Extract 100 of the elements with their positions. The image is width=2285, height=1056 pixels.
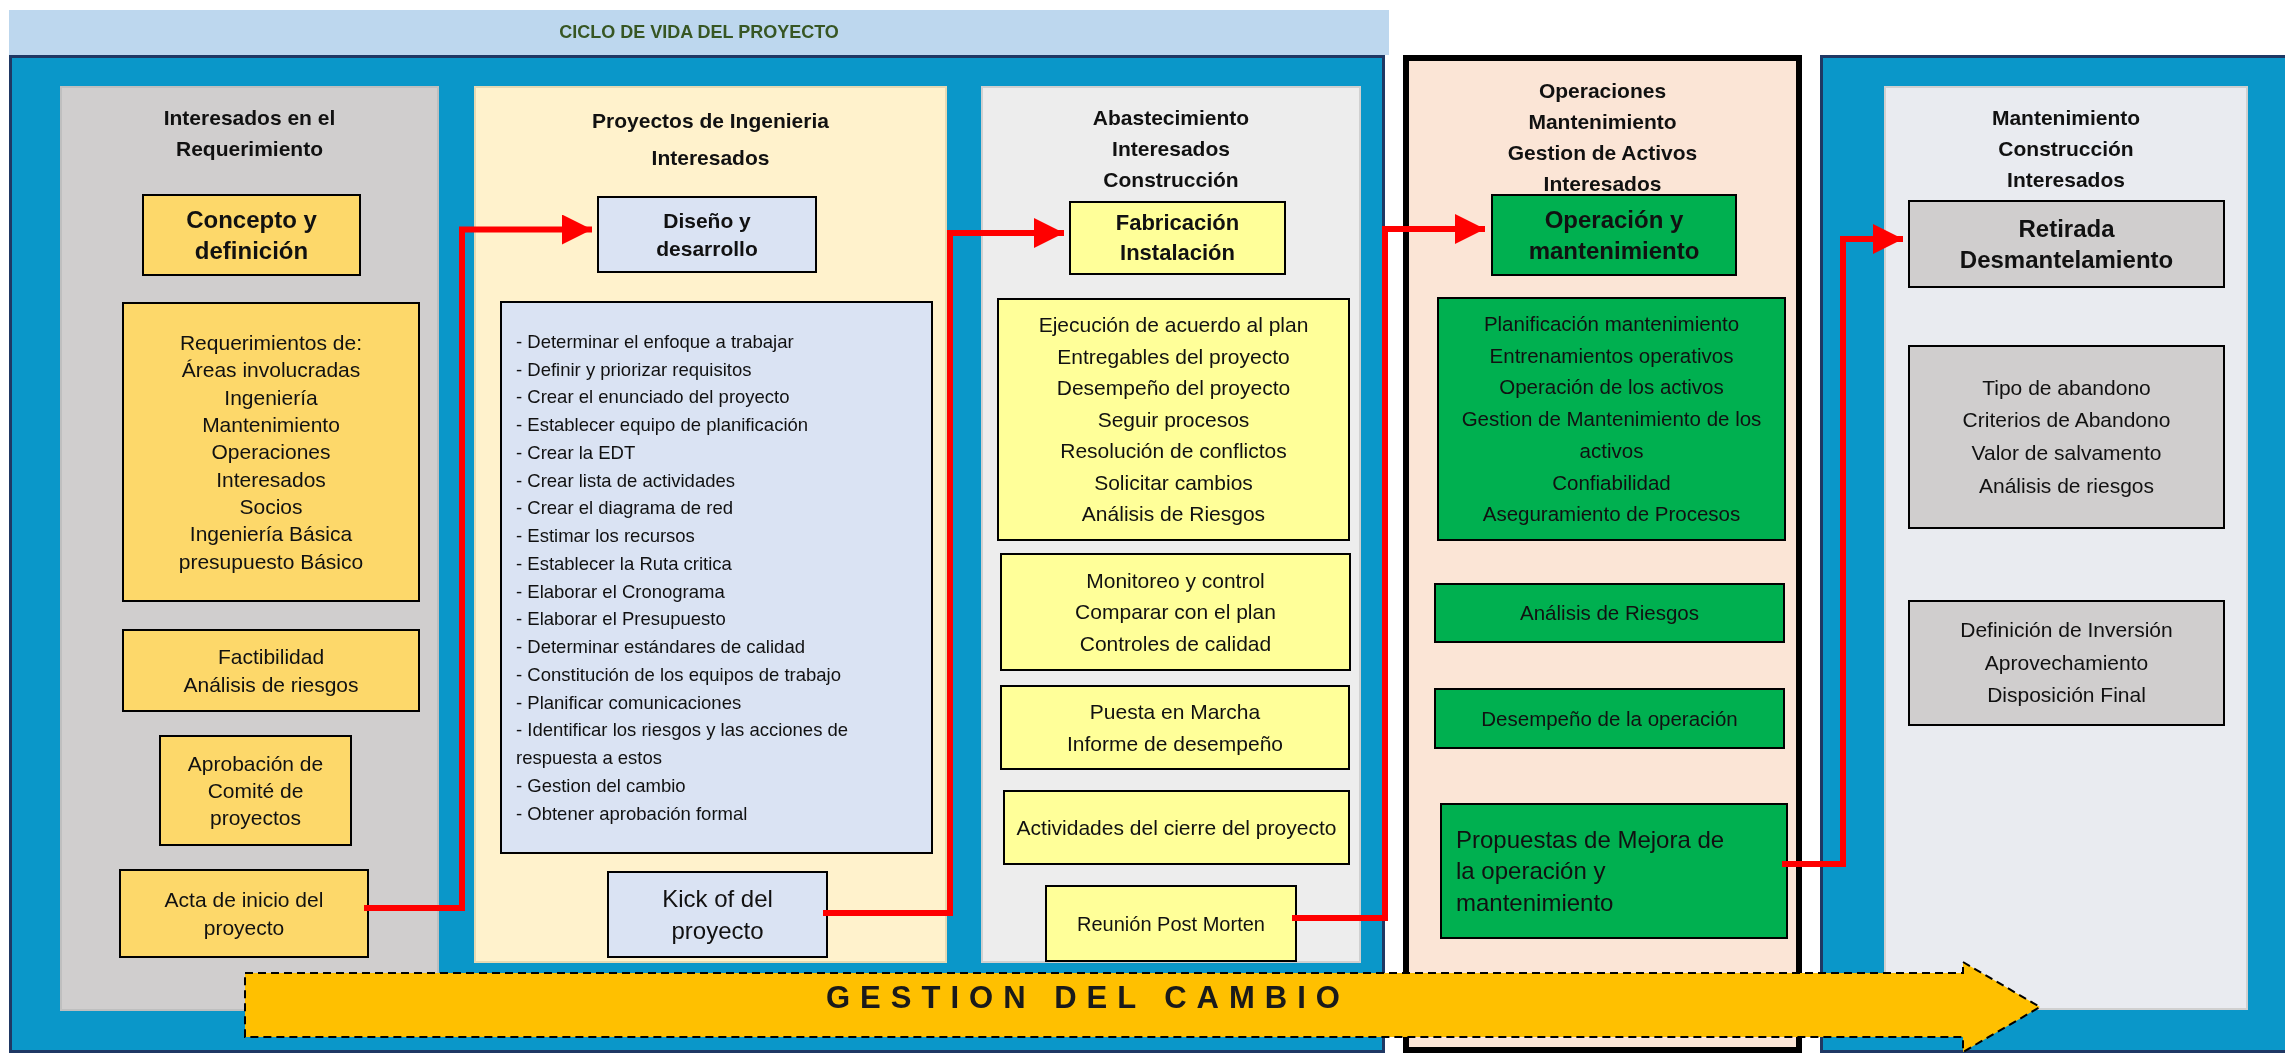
process-box [1003, 790, 1350, 865]
list-item: - Elaborar el Cronograma [516, 579, 725, 604]
box-text: Desempeño del proyecto [1056, 375, 1291, 402]
box-text: Criterios de Abandono [1962, 407, 2171, 434]
list-item: - Determinar estándares de calidad [516, 635, 805, 659]
list-item: - Definir y priorizar requisitos [516, 357, 752, 382]
box-text: Disposición Final [1987, 682, 2146, 709]
box-text: Análisis de riesgos [1978, 472, 2155, 499]
list-item: - Identificar los riesgos y las acciones de respuesta a estos [516, 718, 850, 770]
box-text: Ingeniería Básica [189, 521, 353, 548]
box-text: Planificación mantenimiento [1483, 310, 1740, 337]
list-item: - Establecer equipo de planificación [516, 413, 809, 437]
box-text: Aprovechamiento [1984, 649, 2149, 676]
process-box [997, 298, 1350, 541]
box-text: Comparar con el plan [1075, 599, 1276, 626]
box-text: Ejecución de acuerdo al plan [1038, 312, 1309, 339]
column-panel [60, 86, 439, 1011]
connector-arrow [1292, 214, 1485, 921]
box-text: Tipo de abandono [1982, 374, 2151, 401]
column-heading: Gestion de Activos [1506, 140, 1699, 166]
box-text: Análisis de riesgos [183, 671, 359, 698]
column-panel [1884, 86, 2248, 1010]
box-text: Informe de desempeño [1067, 730, 1283, 757]
column-heading: Proyectos de Ingenieria [591, 108, 830, 134]
box-text: Análisis de Riesgos [1081, 501, 1266, 528]
list-item: - Crear la EDT [516, 440, 636, 465]
box-text: Ingeniería [224, 384, 318, 411]
column-heading: Interesados en el Requerimiento [162, 105, 337, 162]
box-text: Requerimientos de: [179, 330, 363, 357]
process-box [607, 871, 828, 958]
title-band [9, 10, 1389, 55]
column-heading: Construcción [1997, 136, 2135, 162]
box-text: Monitoreo y control [1086, 567, 1265, 594]
phase-panel [1820, 55, 2285, 1053]
band-title: CICLO DE VIDA DEL PROYECTO [559, 22, 839, 43]
stage-box [142, 194, 361, 276]
column-heading: Interesados [1542, 171, 1663, 197]
list-item: - Estimar los recursos [516, 524, 695, 548]
stage-box [1908, 200, 2225, 288]
process-box [122, 302, 420, 602]
process-box [159, 735, 352, 846]
stage-title: Desmantelamiento [1959, 245, 2174, 275]
process-box [1000, 685, 1350, 770]
column-panel [1403, 55, 1802, 1053]
list-item: - Crear lista de actividades [516, 468, 735, 493]
list-item: - Establecer la Ruta critica [516, 551, 732, 576]
box-text: Aprobación de Comité de proyectos [186, 750, 325, 832]
banner-text: GESTION DEL CAMBIO [826, 980, 1346, 1016]
column-heading: Mantenimiento [1527, 109, 1678, 135]
stage-title: Operación y mantenimiento [1527, 204, 1701, 266]
box-text: Operación de los activos [1499, 374, 1724, 401]
box-text: Controles de calidad [1079, 630, 1272, 657]
stage-title: Fabricación [1115, 209, 1240, 238]
process-box [122, 629, 420, 712]
box-text: Valor de salvamento [1971, 440, 2162, 466]
process-box [1045, 885, 1297, 962]
column-panel [981, 86, 1361, 963]
box-text: Entrenamientos operativos [1489, 342, 1734, 369]
list-item: - Planificar comunicaciones [516, 690, 742, 715]
list-item: - Obtener aprobación formal [516, 801, 748, 826]
stage-box [1069, 201, 1286, 275]
stage-box [1491, 194, 1737, 276]
box-text: Resolución de conflictos [1060, 438, 1287, 465]
connector-arrow [1782, 224, 1903, 867]
stage-title: Instalación [1120, 239, 1235, 267]
process-box [500, 301, 933, 854]
process-box [1908, 345, 2225, 529]
box-text: Kick of del proyecto [661, 884, 774, 946]
connector-arrow [823, 218, 1064, 916]
list-item: - Constitución de los equipos de trabajo [516, 662, 841, 687]
box-text: Áreas involucradas [181, 357, 361, 384]
column-heading: Operaciones [1537, 78, 1668, 104]
column-heading: Interesados [1111, 136, 1231, 162]
list-item: - Elaborar el Presupuesto [516, 607, 726, 632]
column-heading: Mantenimiento [1990, 105, 2142, 131]
box-text: Acta de inicio del proyecto [163, 887, 325, 941]
box-text: Análisis de Riesgos [1520, 600, 1699, 627]
box-text: Confiabilidad [1552, 469, 1671, 496]
process-box [1440, 803, 1788, 939]
phase-panel [9, 55, 1385, 1053]
box-text: Entregables del proyecto [1057, 343, 1290, 370]
column-heading: Construcción [1102, 167, 1240, 193]
box-text: Gestion de Mantenimiento de los activos [1460, 406, 1763, 464]
stage-title: Diseño y desarrollo [655, 208, 759, 262]
column-heading: Interesados [650, 145, 771, 171]
process-box [1437, 297, 1786, 541]
box-text: Aseguramiento de Procesos [1482, 501, 1741, 528]
process-box [1434, 583, 1785, 643]
box-text: Seguir procesos [1097, 406, 1250, 433]
box-text: presupuesto Básico [178, 548, 364, 575]
process-box [119, 869, 369, 958]
box-text: Propuestas de Mejora de la operación y mantenimiento [1456, 825, 1726, 918]
list-item: - Crear el enunciado del proyecto [516, 385, 790, 410]
column-heading: Interesados [2006, 167, 2126, 193]
box-text: Socios [239, 493, 303, 520]
stage-box [597, 196, 817, 273]
box-text: Puesta en Marcha [1089, 699, 1261, 725]
column-panel [474, 86, 947, 963]
list-item: - Crear el diagrama de red [516, 496, 733, 521]
process-box [1000, 553, 1351, 671]
